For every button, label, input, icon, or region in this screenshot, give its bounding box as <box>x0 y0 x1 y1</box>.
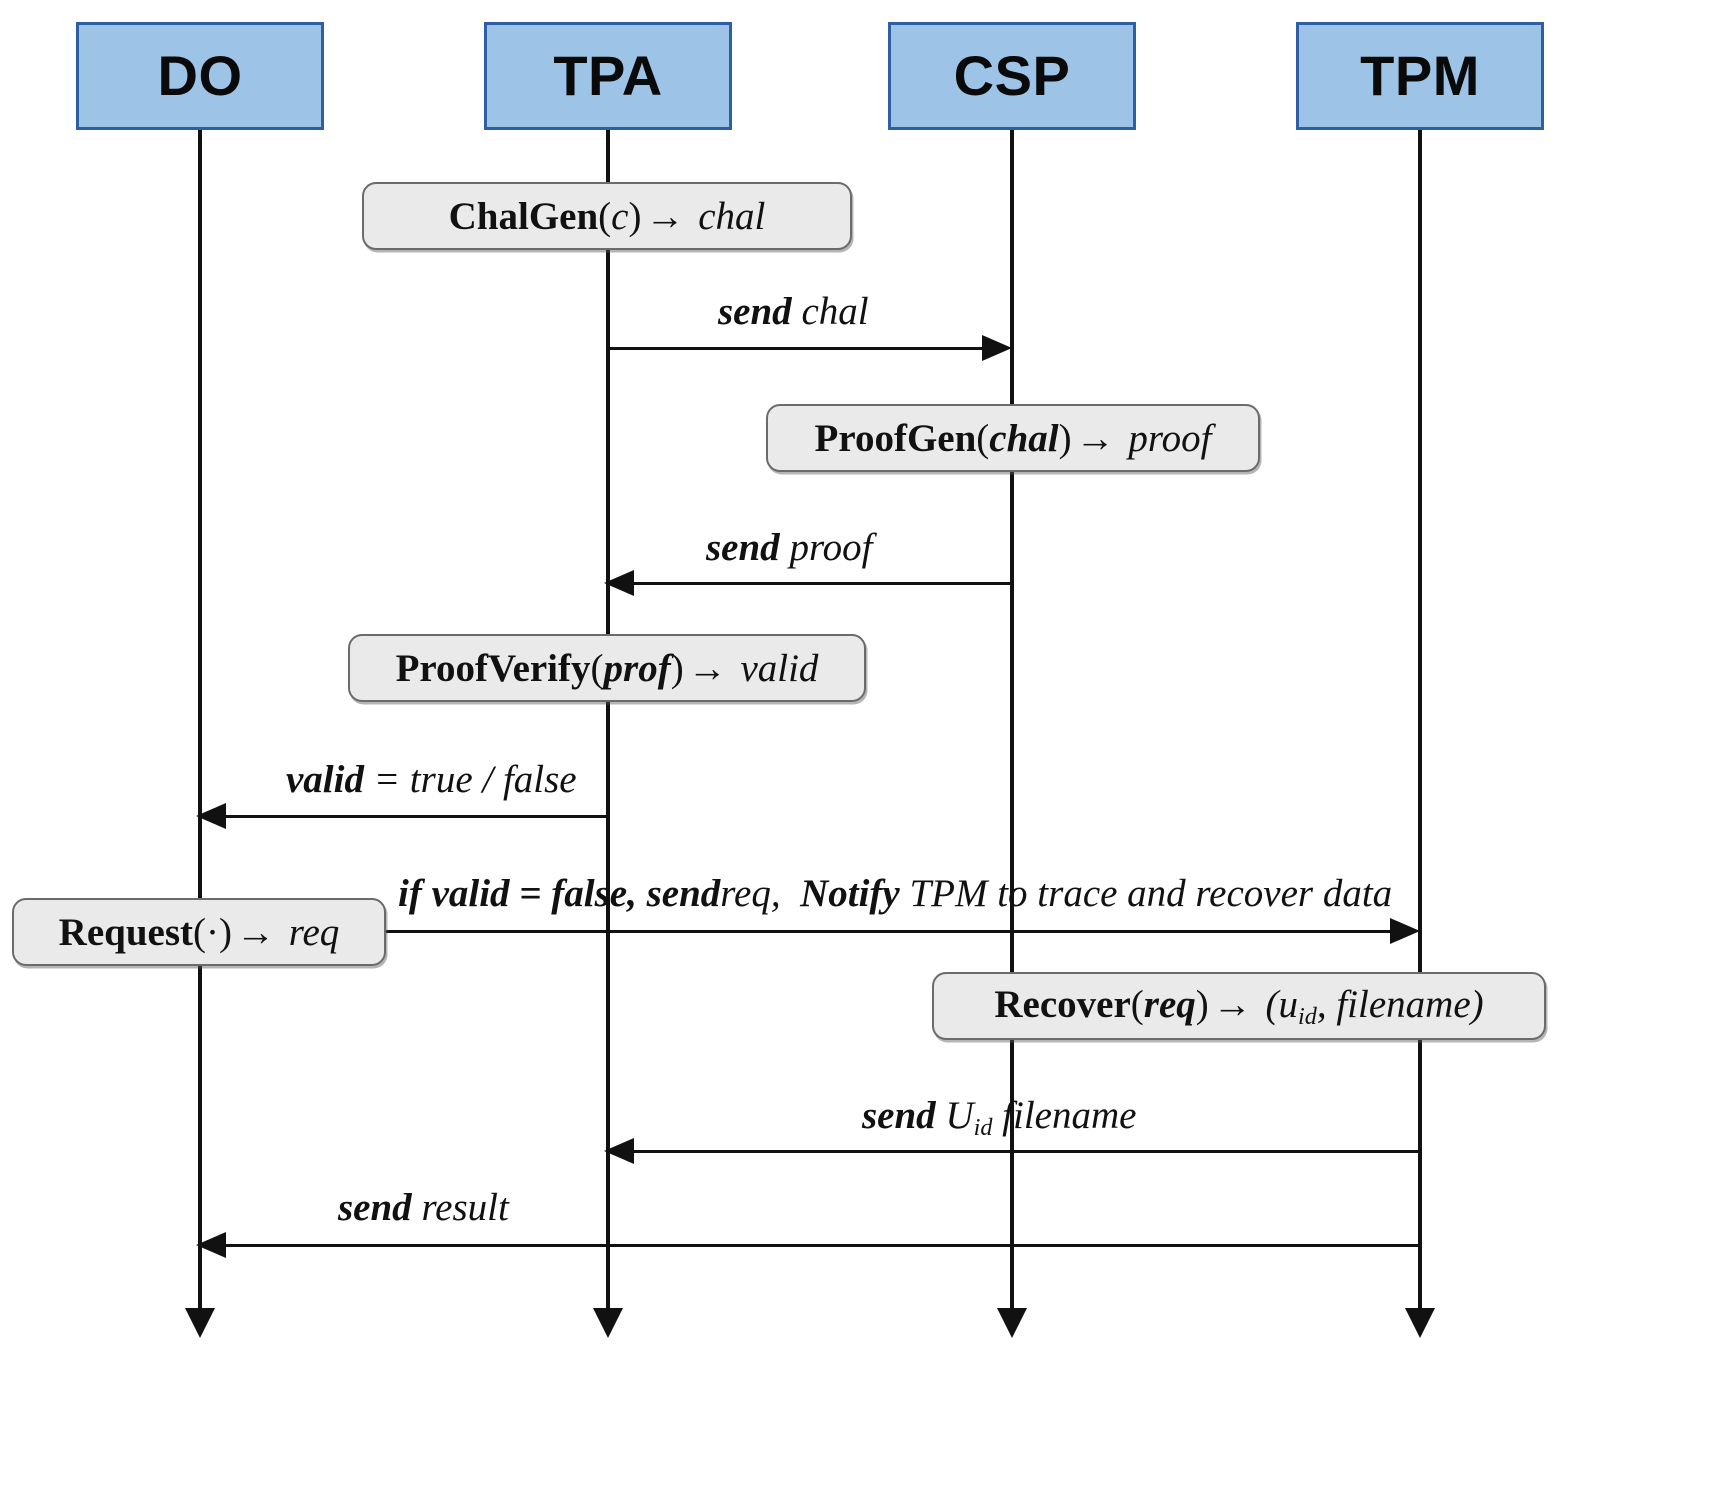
arrowhead-send-proof <box>604 570 634 596</box>
message-label-send-chal: send chal <box>718 290 869 333</box>
right-arrow-glyph: → <box>687 646 727 690</box>
message-arrow-send-proof <box>630 582 1012 585</box>
message-payload-send-result: result <box>421 1186 509 1229</box>
action-fn-arg-chalgen: c <box>611 194 629 238</box>
arrowhead-send-chal <box>982 335 1012 361</box>
action-fn-name-proofverify: ProofVerify <box>395 646 591 690</box>
lifeline-end-arrow-do <box>185 1308 215 1338</box>
action-box-proofverify[interactable]: ProofVerify(prof)→ valid <box>348 634 866 702</box>
participant-box-do[interactable]: DO <box>76 22 324 130</box>
message-arrow-send-uid-filename <box>630 1150 1420 1153</box>
message-label-send-proof: send proof <box>706 526 873 569</box>
message-arrow-notify-tpm <box>382 930 1408 933</box>
action-label-request: Request(·)→ req <box>58 910 340 954</box>
message-label-send-result: send result <box>338 1186 509 1229</box>
participant-box-tpm[interactable]: TPM <box>1296 22 1544 130</box>
right-arrow-glyph: → <box>645 194 685 238</box>
participant-label-tpm: TPM <box>1360 44 1480 107</box>
arrowhead-notify-tpm <box>1390 918 1420 944</box>
arrowhead-send-uid-filename <box>604 1138 634 1164</box>
action-fn-name-chalgen: ChalGen <box>448 194 599 238</box>
lifeline-end-arrow-tpm <box>1405 1308 1435 1338</box>
message-verb-send-proof: send <box>706 526 780 569</box>
participant-label-csp: CSP <box>953 44 1071 107</box>
action-fn-result-chalgen: chal <box>698 194 766 238</box>
participant-label-do: DO <box>157 44 243 107</box>
action-fn-arg-recover: req <box>1143 982 1196 1026</box>
action-fn-arg-proofgen: chal <box>989 416 1059 460</box>
action-fn-arg-proofverify: prof <box>603 646 671 690</box>
participant-box-tpa[interactable]: TPA <box>484 22 732 130</box>
message-notify-keyword: Notify <box>800 872 900 915</box>
action-box-chalgen[interactable]: ChalGen(c)→ chal <box>362 182 852 250</box>
message-label-notify-tpm: if valid = false, sendreq, Notify TPM to… <box>398 872 1393 915</box>
message-notify-text: TPM to trace and recover data <box>909 872 1393 915</box>
message-arrow-valid-result <box>222 815 608 818</box>
lifeline-do <box>198 130 202 1310</box>
action-fn-name-recover: Recover <box>994 982 1131 1026</box>
action-fn-name-proofgen: ProofGen <box>814 416 977 460</box>
participant-label-tpa: TPA <box>553 44 663 107</box>
message-verb-send-chal: send <box>718 290 792 333</box>
message-verb-valid-result: valid <box>286 758 364 801</box>
action-fn-result-proofverify: valid <box>740 646 819 690</box>
action-fn-result-proofgen: proof <box>1128 416 1212 460</box>
lifeline-tpm <box>1418 130 1422 1310</box>
message-arrow-send-chal <box>610 347 986 350</box>
action-fn-result-recover: (uid, filename) <box>1265 982 1484 1030</box>
right-arrow-glyph: → <box>1212 982 1252 1026</box>
message-payload-valid-result: = true / false <box>373 758 577 801</box>
action-fn-result-request: req <box>288 910 340 954</box>
message-payload-notify-tpm: req, <box>720 872 781 915</box>
arrowhead-send-result <box>196 1232 226 1258</box>
message-verb-send-result: send <box>338 1186 412 1229</box>
message-payload-send-uid: Uid filename <box>945 1094 1137 1141</box>
message-label-valid-result: valid = true / false <box>286 758 577 801</box>
right-arrow-glyph: → <box>1075 416 1115 460</box>
action-box-recover[interactable]: Recover(req)→ (uid, filename) <box>932 972 1546 1040</box>
action-box-request[interactable]: Request(·)→ req <box>12 898 386 966</box>
action-label-proofgen: ProofGen(chal)→ proof <box>814 416 1212 460</box>
message-verb-notify-tpm: send <box>646 872 721 915</box>
lifeline-tpa <box>606 130 610 1310</box>
participant-box-csp[interactable]: CSP <box>888 22 1136 130</box>
lifeline-csp <box>1010 130 1014 1310</box>
action-box-proofgen[interactable]: ProofGen(chal)→ proof <box>766 404 1260 472</box>
action-fn-name-request: Request <box>58 910 194 954</box>
action-label-recover: Recover(req)→ (uid, filename) <box>994 982 1484 1030</box>
message-payload-send-chal: chal <box>801 290 869 333</box>
action-fn-arg-request: · <box>206 910 220 954</box>
action-label-proofverify: ProofVerify(prof)→ valid <box>395 646 819 690</box>
action-label-chalgen: ChalGen(c)→ chal <box>448 194 766 238</box>
arrowhead-valid-result <box>196 803 226 829</box>
message-payload-send-proof: proof <box>789 526 873 569</box>
lifeline-end-arrow-csp <box>997 1308 1027 1338</box>
message-label-send-uid-filename: send Uid filename <box>862 1094 1137 1141</box>
message-verb-send-uid: send <box>862 1094 936 1137</box>
message-condition-notify-tpm: if valid = false, <box>398 872 637 915</box>
lifeline-end-arrow-tpa <box>593 1308 623 1338</box>
message-arrow-send-result <box>222 1244 1420 1247</box>
right-arrow-glyph: → <box>236 910 276 954</box>
